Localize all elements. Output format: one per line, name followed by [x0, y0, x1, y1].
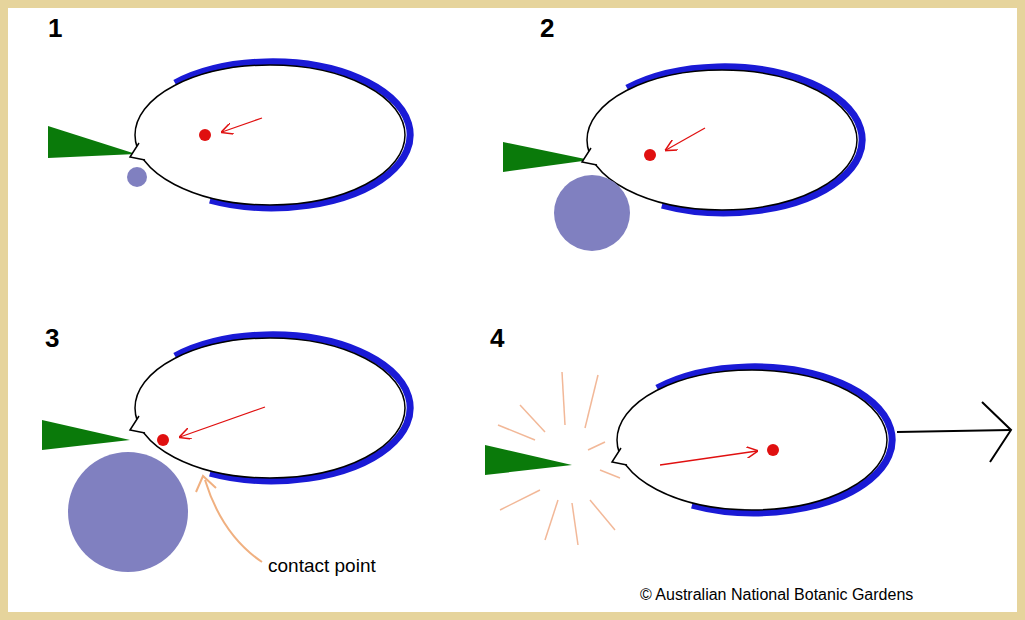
- stage-2: [503, 67, 862, 251]
- leader-line: [205, 480, 262, 562]
- callout-label: contact point: [268, 556, 376, 577]
- spore: [612, 367, 892, 513]
- sterigma: [485, 445, 572, 475]
- centre-of-mass: [157, 434, 169, 446]
- spore: [130, 335, 410, 481]
- buller-drop: [127, 167, 147, 187]
- centre-of-mass: [199, 129, 211, 141]
- panel-number: 2: [540, 14, 554, 43]
- stage-3: [42, 335, 410, 572]
- force-arrow: [180, 407, 265, 437]
- stage-4: [485, 367, 1011, 545]
- spore: [130, 62, 410, 208]
- panel-number: 1: [48, 14, 62, 43]
- force-arrow: [666, 128, 705, 150]
- buller-drop: [68, 452, 188, 572]
- motion-arrowhead: [982, 402, 1011, 462]
- panel-number: 4: [490, 324, 504, 353]
- force-arrow: [660, 451, 757, 465]
- motion-arrow: [897, 430, 1010, 432]
- spore: [582, 67, 862, 213]
- buller-drop: [554, 175, 630, 251]
- centre-of-mass: [644, 149, 656, 161]
- stage-1: [48, 62, 410, 208]
- sterigma: [48, 126, 136, 158]
- burst-lines: [498, 372, 620, 545]
- panel-number: 3: [45, 324, 59, 353]
- sterigma: [42, 420, 130, 450]
- sterigma: [503, 142, 590, 172]
- force-arrow: [222, 118, 262, 132]
- centre-of-mass: [767, 444, 779, 456]
- copyright-notice: © Australian National Botanic Gardens: [640, 586, 913, 604]
- leader-arrowhead: [196, 476, 216, 492]
